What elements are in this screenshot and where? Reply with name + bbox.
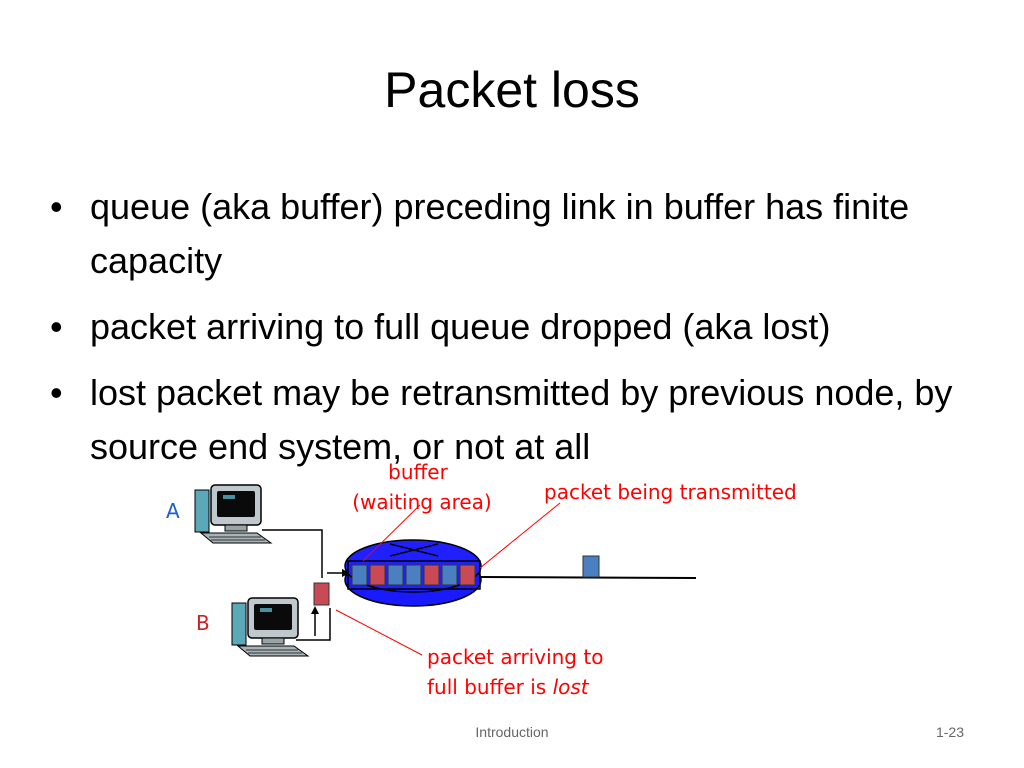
bullet-text: packet arriving to full queue dropped (a…: [90, 306, 831, 347]
buffer-queue: [347, 560, 481, 590]
bullet-dot: •: [50, 186, 63, 227]
bullet-item: • lost packet may be retransmitted by pre…: [50, 366, 980, 474]
lost-label-line-1: packet arriving to: [427, 645, 603, 669]
packet-on-link: [582, 555, 600, 578]
bullet-text: queue (aka buffer) preceding link in buf…: [90, 186, 910, 281]
lost-label-text: full buffer is: [427, 675, 553, 699]
lost-label-emphasis: lost: [553, 675, 590, 699]
footer-section: Introduction: [475, 724, 549, 740]
queued-packet: [351, 564, 368, 586]
bullet-item: • packet arriving to full queue dropped (…: [50, 300, 980, 354]
waiting-area-label: (waiting area): [352, 490, 492, 514]
queued-packet: [369, 564, 386, 586]
page-number: 1-23: [935, 724, 964, 740]
transmitting-label: packet being transmitted: [544, 480, 797, 504]
host-b-label: B: [196, 611, 210, 635]
bullet-item: • queue (aka buffer) preceding link in bu…: [50, 180, 980, 288]
queued-packet: [441, 564, 458, 586]
host-a-label: A: [166, 499, 180, 523]
bullet-dot: •: [50, 306, 63, 347]
computer-b-icon: [231, 597, 310, 657]
bullet-text: lost packet may be retransmitted by prev…: [90, 372, 953, 467]
computer-a-icon: [194, 484, 273, 544]
buffer-label: buffer: [388, 460, 448, 484]
bullet-list: • queue (aka buffer) preceding link in bu…: [50, 180, 980, 486]
queued-packet: [387, 564, 404, 586]
queued-packet: [423, 564, 440, 586]
link-a: [262, 529, 323, 578]
bullet-dot: •: [50, 372, 63, 413]
lost-packet: [313, 582, 330, 606]
slide-title: Packet loss: [384, 62, 640, 118]
link-b: [296, 608, 331, 641]
lost-label-line-2: full buffer is lost: [427, 675, 590, 699]
queued-packet: [405, 564, 422, 586]
transmitting-packet: [459, 564, 476, 586]
